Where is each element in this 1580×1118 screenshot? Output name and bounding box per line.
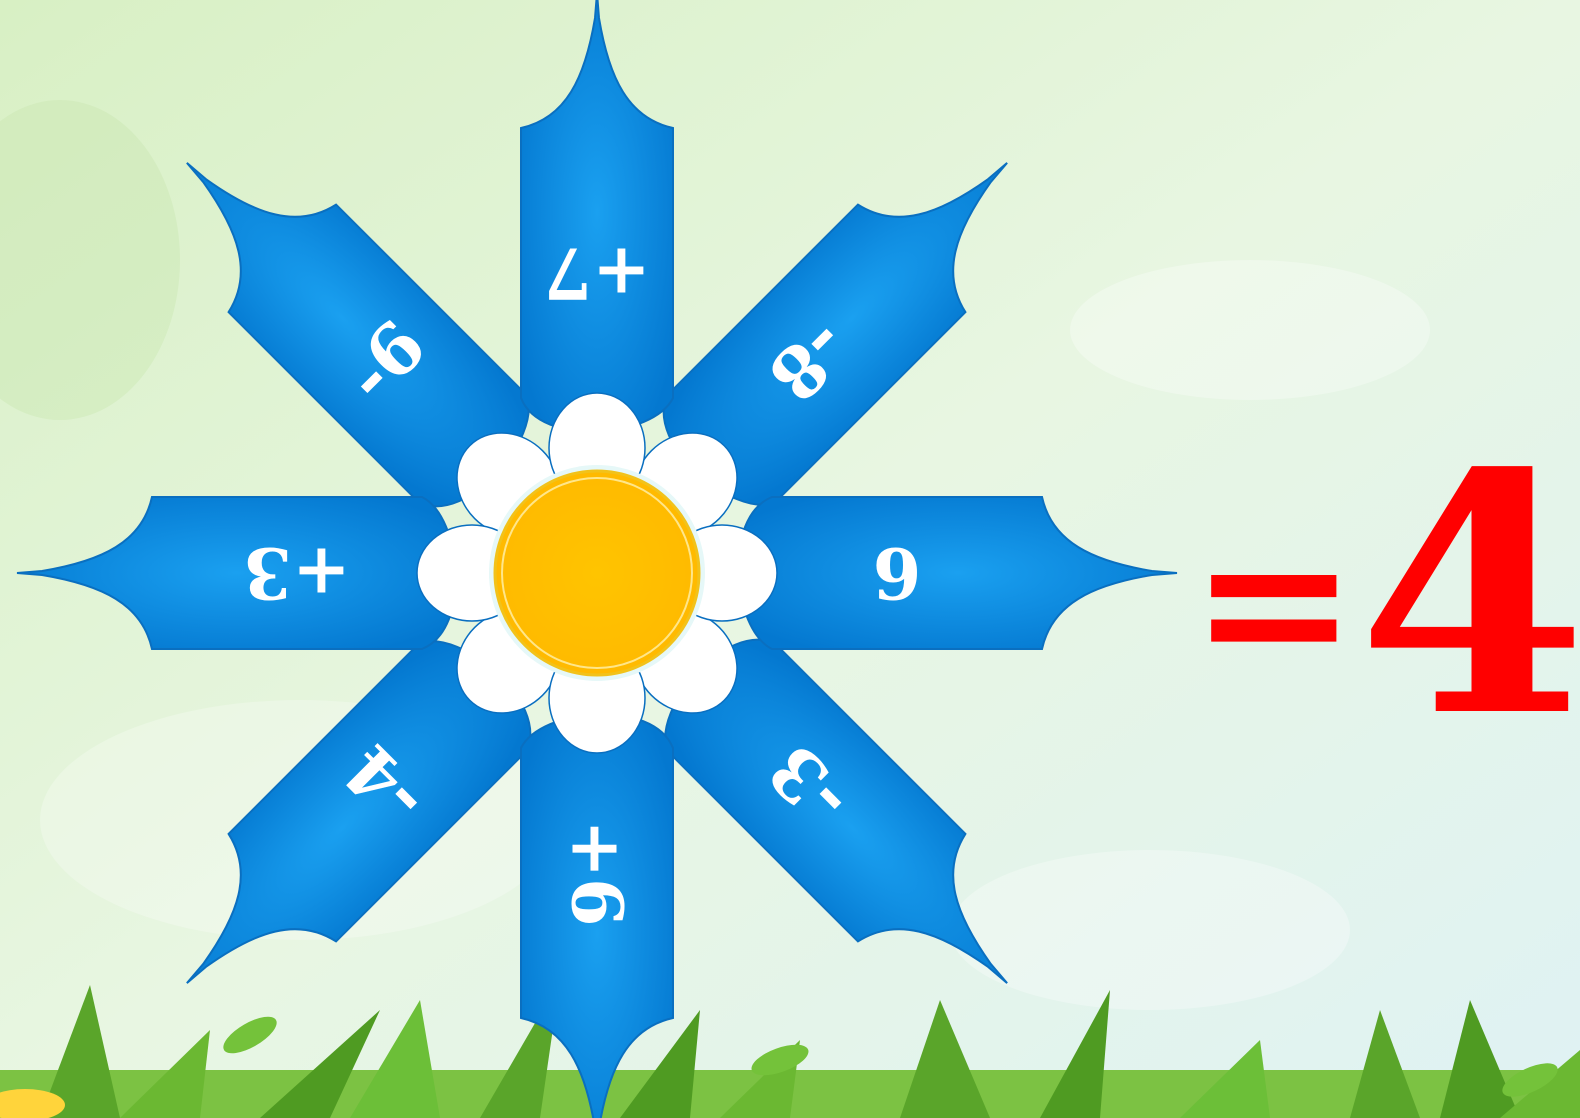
flower-center (495, 471, 699, 675)
petal-label-bottom: +6 (556, 819, 639, 926)
result-value: 4 (1358, 401, 1580, 789)
petal-label-right: 6 (873, 532, 922, 615)
equals-sign: = (1190, 484, 1358, 719)
result-display: =4 (1190, 430, 1580, 760)
background-cloud (1070, 260, 1430, 400)
petal-label-left: +3 (243, 532, 350, 615)
background-cloud (950, 850, 1350, 1010)
petal-label-top: +7 (543, 232, 650, 315)
